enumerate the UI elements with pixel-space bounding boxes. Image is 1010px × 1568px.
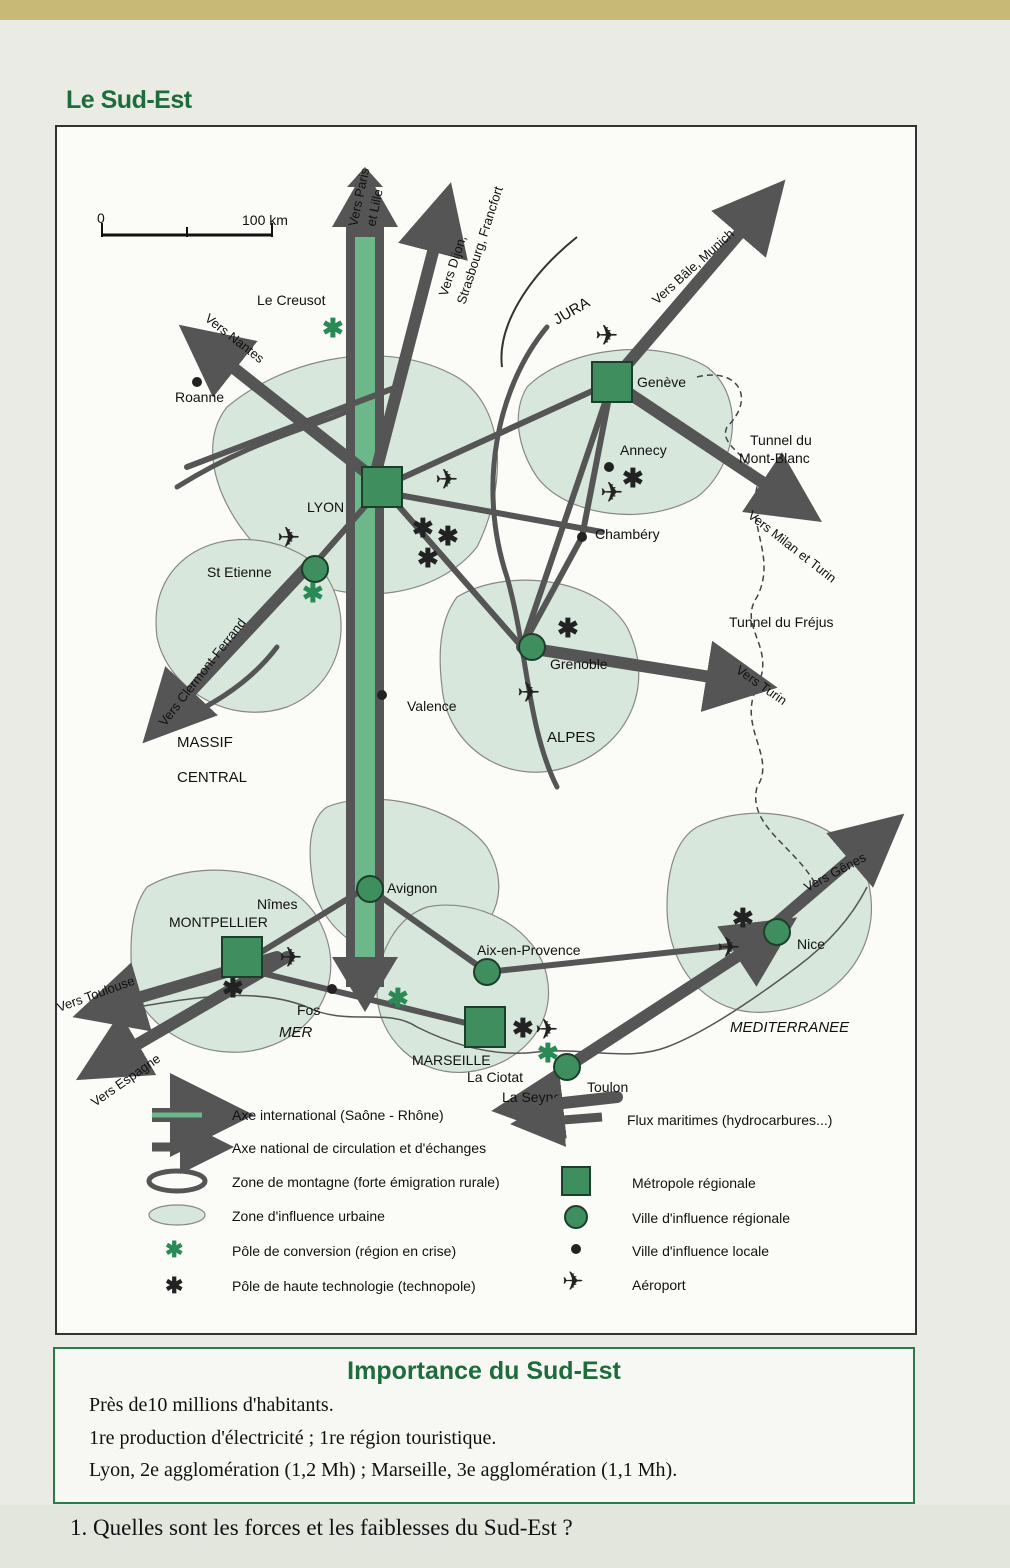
svg-text:✱: ✱: [417, 543, 439, 573]
local-cities: [192, 377, 614, 994]
label-route-espagne: Vers Espagne: [88, 1051, 163, 1110]
svg-text:✱: ✱: [512, 1013, 534, 1043]
label-central: CENTRAL: [177, 769, 247, 786]
label-aix: Aix-en-Provence: [477, 942, 581, 958]
map: ✱✱✱ ✱✱ ✱✱✱ ✱✱✱✱ ✈✈✈ ✈✈✈ ✈✈ 0 100 km Le C…: [57, 166, 905, 1298]
svg-text:✱: ✱: [302, 578, 324, 608]
scale-bar: 0 100 km: [97, 210, 288, 237]
legend-technopole: Pôle de haute technologie (technopole): [232, 1278, 476, 1294]
label-montpellier: MONTPELLIER: [169, 914, 268, 930]
label-nimes: Nîmes: [257, 896, 297, 912]
label-annecy: Annecy: [620, 442, 667, 458]
legend-influence-urbaine: Zone d'influence urbaine: [232, 1208, 385, 1224]
svg-text:✈: ✈: [595, 320, 618, 351]
svg-text:✱: ✱: [222, 973, 244, 1003]
label-nice: Nice: [797, 936, 825, 952]
national-axes: [72, 179, 905, 1139]
legend-ville-regionale: Ville d'influence régionale: [632, 1210, 791, 1226]
label-grenoble: Grenoble: [550, 656, 608, 672]
label-chambery: Chambéry: [595, 526, 660, 542]
label-jura: JURA: [551, 294, 593, 328]
svg-text:✱: ✱: [537, 1038, 559, 1068]
label-mer: MER: [279, 1024, 313, 1041]
svg-text:✱: ✱: [557, 613, 579, 643]
label-marseille: MARSEILLE: [412, 1052, 491, 1068]
label-fos: Fos: [297, 1002, 320, 1018]
label-route-toulouse: Vers Toulouse: [57, 973, 137, 1015]
legend-ville-locale: Ville d'influence locale: [632, 1243, 770, 1259]
importance-title: Importance du Sud-Est: [347, 1357, 621, 1385]
airports: ✈ ✈ ✈ ✈ ✈ ✈ ✈ ✈: [277, 320, 740, 1045]
label-tunnel-mb-1: Tunnel du: [750, 432, 812, 448]
svg-text:✈: ✈: [435, 464, 458, 495]
svg-text:✈: ✈: [600, 477, 623, 508]
legend-axe-national: Axe national de circulation et d'échange…: [232, 1140, 487, 1156]
label-la-seyne: La Seyne: [502, 1089, 561, 1105]
label-le-creusot: Le Creusot: [257, 292, 326, 308]
technopoles: ✱✱✱ ✱✱ ✱✱✱: [222, 463, 754, 1043]
importance-box: Importance du Sud-Est Près de10 millions…: [53, 1347, 915, 1504]
svg-text:✱: ✱: [165, 1237, 183, 1262]
svg-text:✱: ✱: [322, 313, 344, 343]
label-tunnel-frejus: Tunnel du Fréjus: [729, 614, 834, 630]
svg-text:✱: ✱: [165, 1273, 183, 1298]
feature-labels: Tunnel du Mont-Blanc Tunnel du Fréjus: [729, 432, 834, 630]
jura-line: [500, 236, 578, 368]
legend-montagne: Zone de montagne (forte émigration rural…: [232, 1174, 500, 1190]
label-st-etienne: St Etienne: [207, 564, 272, 580]
legend-metropole: Métropole régionale: [632, 1175, 756, 1191]
label-alpes: ALPES: [547, 729, 595, 746]
scale-distance: 100 km: [242, 212, 288, 228]
svg-text:✈: ✈: [279, 942, 302, 973]
svg-text:✈: ✈: [535, 1014, 558, 1045]
legend-flux: Flux maritimes (hydrocarbures...): [627, 1112, 833, 1128]
label-tunnel-mb-2: Mont-Blanc: [739, 450, 810, 466]
international-axis: [332, 167, 398, 1012]
svg-text:✱: ✱: [437, 521, 459, 551]
svg-text:✈: ✈: [517, 677, 540, 708]
map-frame: ✱✱✱ ✱✱ ✱✱✱ ✱✱✱✱ ✈✈✈ ✈✈✈ ✈✈ 0 100 km Le C…: [55, 125, 917, 1335]
metropoles: [221, 361, 633, 1048]
importance-line-2: 1re production d'électricité ; 1re régio…: [89, 1427, 497, 1449]
scale-zero: 0: [97, 210, 105, 226]
label-avignon: Avignon: [387, 880, 437, 896]
label-geneve: Genève: [637, 374, 686, 390]
importance-line-3: Lyon, 2e agglomération (1,2 Mh) ; Marsei…: [89, 1459, 678, 1481]
svg-text:✈: ✈: [562, 1266, 584, 1296]
legend-aeroport: Aéroport: [632, 1277, 686, 1293]
legend-symbols: ✱ ✱ ✈: [146, 1073, 603, 1298]
svg-text:✱: ✱: [622, 463, 644, 493]
page-title: Le Sud-Est: [66, 86, 192, 114]
svg-text:✱: ✱: [732, 903, 754, 933]
label-lyon: LYON: [307, 499, 344, 515]
svg-text:✈: ✈: [277, 522, 300, 553]
legend-axe-international: Axe international (Saône - Rhône): [232, 1107, 444, 1123]
label-massif: MASSIF: [177, 734, 233, 751]
question: 1. Quelles sont les forces et les faible…: [70, 1515, 573, 1540]
svg-text:✈: ✈: [717, 932, 740, 963]
label-la-ciotat: La Ciotat: [467, 1069, 523, 1085]
regional-links: [184, 379, 770, 1030]
regional-cities: [301, 555, 791, 1081]
label-valence: Valence: [407, 698, 457, 714]
label-roanne: Roanne: [175, 389, 224, 405]
legend-conversion: Pôle de conversion (région en crise): [232, 1243, 457, 1259]
frontier: [696, 374, 818, 888]
conversion-poles: ✱✱✱✱: [302, 313, 559, 1068]
svg-text:✱: ✱: [387, 983, 409, 1013]
svg-text:✱: ✱: [412, 513, 434, 543]
label-mediterranee: MEDITERRANEE: [730, 1019, 850, 1036]
label-toulon: Toulon: [587, 1079, 628, 1095]
importance-line-1: Près de10 millions d'habitants.: [89, 1394, 334, 1416]
label-route-milan: Vers Milan et Turin: [745, 508, 839, 586]
